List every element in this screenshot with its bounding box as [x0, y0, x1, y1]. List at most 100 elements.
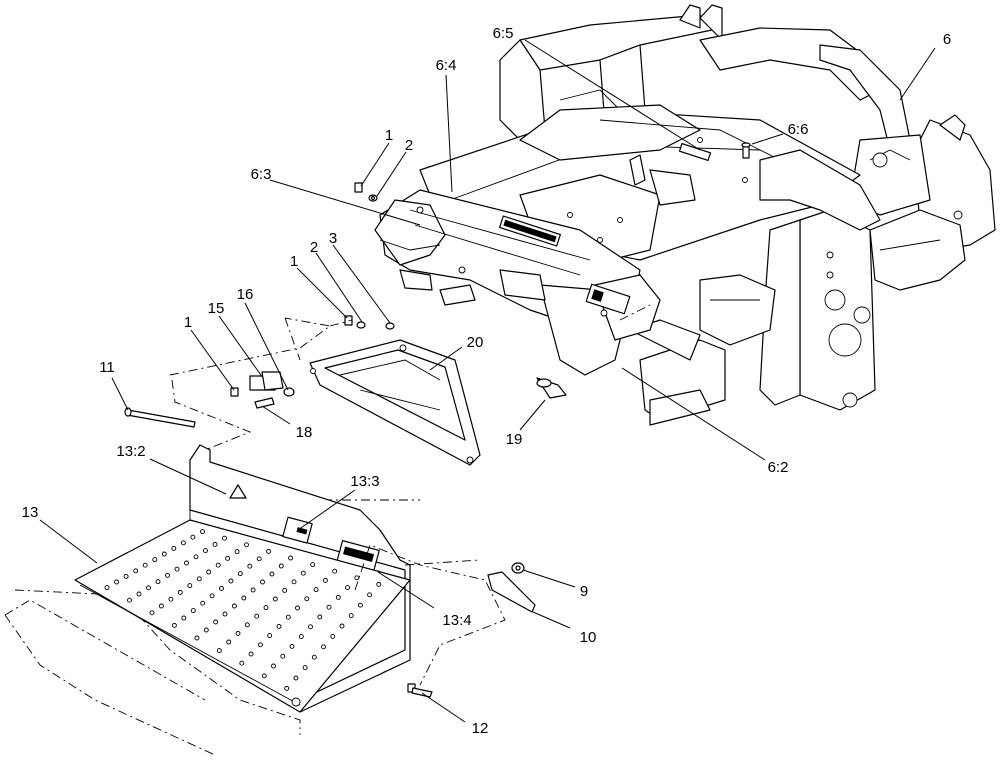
perforation-hole	[187, 583, 193, 589]
perforation-hole	[357, 602, 363, 608]
perforation-hole	[300, 570, 306, 576]
callout-6-3: 6:3	[251, 166, 272, 183]
perforation-hole	[321, 644, 326, 650]
perforation-hole	[244, 622, 250, 628]
perforation-hole	[376, 581, 382, 587]
perforation-hole	[127, 597, 132, 603]
frame-assembly	[374, 4, 996, 426]
perforation-hole	[203, 627, 209, 633]
perforation-hole	[322, 577, 328, 583]
perforation-hole	[348, 613, 354, 619]
callout-2-upper: 2	[405, 137, 413, 154]
callout-12: 12	[472, 720, 489, 737]
perforation-hole	[282, 587, 288, 593]
callout-13: 13	[22, 504, 39, 521]
callout-2-middle: 2	[310, 239, 318, 256]
perforation-hole	[206, 569, 212, 575]
perforation-hole	[241, 595, 247, 601]
perforation-hole	[304, 596, 310, 602]
perforation-hole	[155, 579, 161, 585]
perforation-hole	[190, 608, 196, 614]
perforation-hole	[158, 603, 164, 609]
callout-3: 3	[329, 230, 337, 247]
perforation-hole	[239, 660, 245, 666]
perforation-hole	[184, 560, 189, 566]
perforation-hole	[213, 619, 219, 625]
perforation-hole	[266, 548, 272, 554]
cover-part-20	[309, 339, 481, 466]
perforation-hole	[165, 572, 170, 578]
perforation-hole	[136, 591, 142, 597]
perforation-hole	[313, 587, 319, 593]
perforation-hole	[267, 633, 273, 639]
perforation-hole	[146, 585, 151, 591]
perforation-hole	[161, 551, 167, 557]
callout-1-lower: 1	[184, 314, 192, 331]
perforation-hole	[293, 675, 299, 681]
perforation-hole	[222, 535, 227, 541]
perforation-hole	[311, 654, 317, 660]
perforation-hole	[142, 562, 148, 568]
callout-6-2: 6:2	[768, 459, 789, 476]
perforation-hole	[212, 541, 218, 547]
perforation-hole	[285, 614, 291, 620]
callout-19: 19	[506, 431, 523, 448]
perforation-hole	[152, 557, 158, 563]
callout-9: 9	[580, 583, 588, 600]
perforation-hole	[200, 600, 206, 606]
perforation-hole	[181, 615, 187, 621]
callout-13-3: 13:3	[350, 473, 379, 490]
perforation-hole	[278, 563, 284, 569]
perforation-hole	[288, 555, 294, 561]
perforation-hole	[104, 585, 110, 591]
perforation-hole	[228, 578, 234, 584]
callout-13-4: 13:4	[442, 612, 471, 629]
perforation-hole	[326, 604, 332, 610]
perforation-hole	[284, 685, 290, 691]
perforation-hole	[335, 594, 341, 600]
callout-10: 10	[580, 629, 597, 646]
perforation-hole	[345, 585, 350, 591]
perforation-hole	[171, 545, 177, 551]
perforation-hole	[133, 568, 139, 574]
footrest-part-13	[4, 444, 420, 756]
perforation-hole	[123, 573, 129, 579]
perforation-hole	[114, 579, 120, 585]
hardware	[124, 182, 567, 698]
perforation-hole	[269, 571, 275, 577]
callout-6-4: 6:4	[436, 57, 457, 74]
perforation-hole	[193, 554, 199, 560]
perforation-hole	[260, 579, 265, 585]
callout-1-middle: 1	[290, 253, 298, 270]
perforation-hole	[271, 663, 276, 669]
callout-20: 20	[467, 334, 484, 351]
leader-lines	[39, 39, 936, 723]
perforation-hole	[257, 642, 263, 648]
perforation-hole	[261, 673, 267, 679]
perforation-holes	[104, 529, 382, 691]
perforation-hole	[235, 630, 241, 636]
callout-18: 18	[296, 424, 313, 441]
perforation-hole	[272, 596, 278, 602]
perforation-hole	[295, 605, 300, 611]
perforation-hole	[367, 592, 373, 598]
perforation-hole	[302, 665, 308, 671]
perforation-hole	[298, 634, 304, 640]
callout-6-5: 6:5	[493, 25, 514, 42]
perforation-hole	[177, 589, 183, 595]
perforation-hole	[222, 611, 228, 617]
callout-15: 15	[208, 300, 225, 317]
perforation-hole	[330, 633, 336, 639]
perforation-hole	[263, 605, 269, 611]
perforation-hole	[200, 529, 205, 535]
perforation-hole	[237, 571, 243, 577]
perforation-hole	[244, 542, 249, 548]
perforation-hole	[226, 639, 232, 645]
perforation-hole	[231, 603, 237, 609]
perforation-hole	[225, 555, 231, 561]
perforation-hole	[354, 575, 360, 581]
perforation-hole	[171, 622, 177, 628]
perforation-hole	[174, 566, 180, 572]
perforation-hole	[280, 653, 286, 659]
